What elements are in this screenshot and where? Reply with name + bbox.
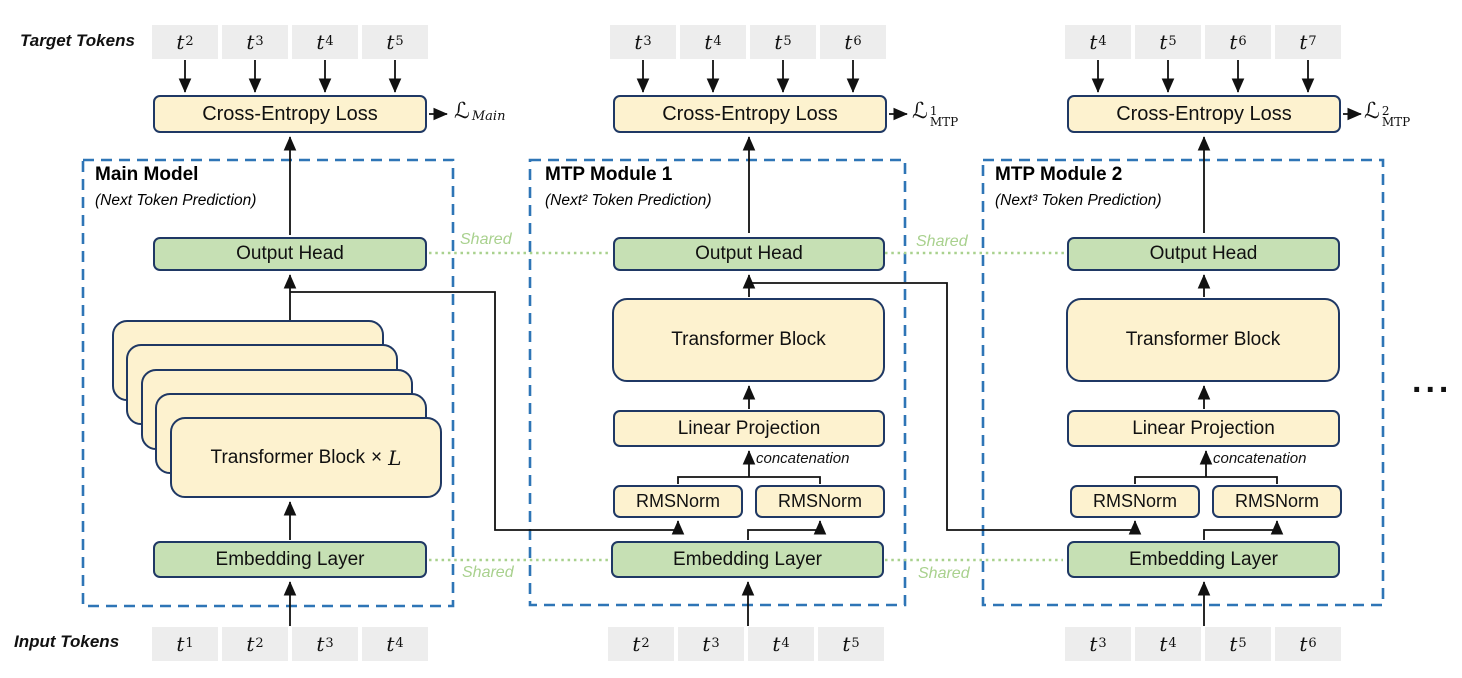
mtp1-rmsnorm-right-box: RMSNorm bbox=[755, 485, 885, 518]
mtp2-linear-projection-box: Linear Projection bbox=[1067, 410, 1340, 447]
mtp1-title: MTP Module 1 bbox=[545, 164, 673, 185]
main-model-boundary bbox=[81, 158, 455, 608]
mtp2-rmsnorm-right-box: RMSNorm bbox=[1212, 485, 1342, 518]
main-model-subtitle: (Next Token Prediction) bbox=[95, 192, 257, 209]
main-cross-entropy-box: Cross-Entropy Loss bbox=[153, 95, 427, 133]
mtp1-embedding-box: Embedding Layer bbox=[611, 541, 884, 578]
mtp2-cross-entropy-box: Cross-Entropy Loss bbox=[1067, 95, 1341, 133]
shared-label-outputhead-2: Shared bbox=[916, 233, 968, 250]
mtp2-transformer-block-box: Transformer Block bbox=[1066, 298, 1340, 382]
main-transformer-stack-box: Transformer Block × L bbox=[170, 417, 442, 498]
main-hidden-to-mtp1-rmsnorm bbox=[290, 291, 685, 535]
mtp1-embedding-to-rmsnorm bbox=[747, 520, 827, 540]
mtp2-rmsnorm-left-box: RMSNorm bbox=[1070, 485, 1200, 518]
input-tokens-label: Input Tokens bbox=[14, 632, 120, 651]
main-output-head-box: Output Head bbox=[153, 237, 427, 271]
mtp1-boundary bbox=[528, 158, 907, 607]
mtp1-rmsnorm-left-box: RMSNorm bbox=[613, 485, 743, 518]
shared-label-embedding-1: Shared bbox=[462, 564, 514, 581]
mtp1-transformer-block-box: Transformer Block bbox=[612, 298, 885, 382]
shared-label-embedding-2: Shared bbox=[918, 565, 970, 582]
mtp2-subtitle: (Next³ Token Prediction) bbox=[995, 192, 1162, 209]
mtp2-concatenation-label: concatenation bbox=[1213, 450, 1307, 467]
mtp1-output-head-box: Output Head bbox=[613, 237, 885, 271]
mtp1-concat-bracket bbox=[677, 476, 821, 484]
main-model-title: Main Model bbox=[95, 164, 199, 185]
continuation-ellipsis: ... bbox=[1412, 362, 1453, 400]
mtp1-subtitle: (Next² Token Prediction) bbox=[545, 192, 712, 209]
target-tokens-label: Target Tokens bbox=[20, 31, 135, 50]
mtp2-title: MTP Module 2 bbox=[995, 164, 1123, 185]
mtp2-embedding-to-rmsnorm bbox=[1203, 520, 1284, 540]
shared-label-outputhead-1: Shared bbox=[460, 231, 512, 248]
mtp2-embedding-box: Embedding Layer bbox=[1067, 541, 1340, 578]
mtp1-concatenation-label: concatenation bbox=[756, 450, 850, 467]
mtp1-hidden-to-mtp2-rmsnorm bbox=[749, 282, 1142, 535]
main-embedding-box: Embedding Layer bbox=[153, 541, 427, 578]
main-loss-label: ℒ Main bbox=[454, 99, 506, 124]
mtp1-linear-projection-box: Linear Projection bbox=[613, 410, 885, 447]
mtp2-output-head-box: Output Head bbox=[1067, 237, 1340, 271]
mtp2-concat-bracket bbox=[1134, 476, 1278, 484]
mtp2-boundary bbox=[981, 158, 1385, 607]
mtp1-cross-entropy-box: Cross-Entropy Loss bbox=[613, 95, 887, 133]
